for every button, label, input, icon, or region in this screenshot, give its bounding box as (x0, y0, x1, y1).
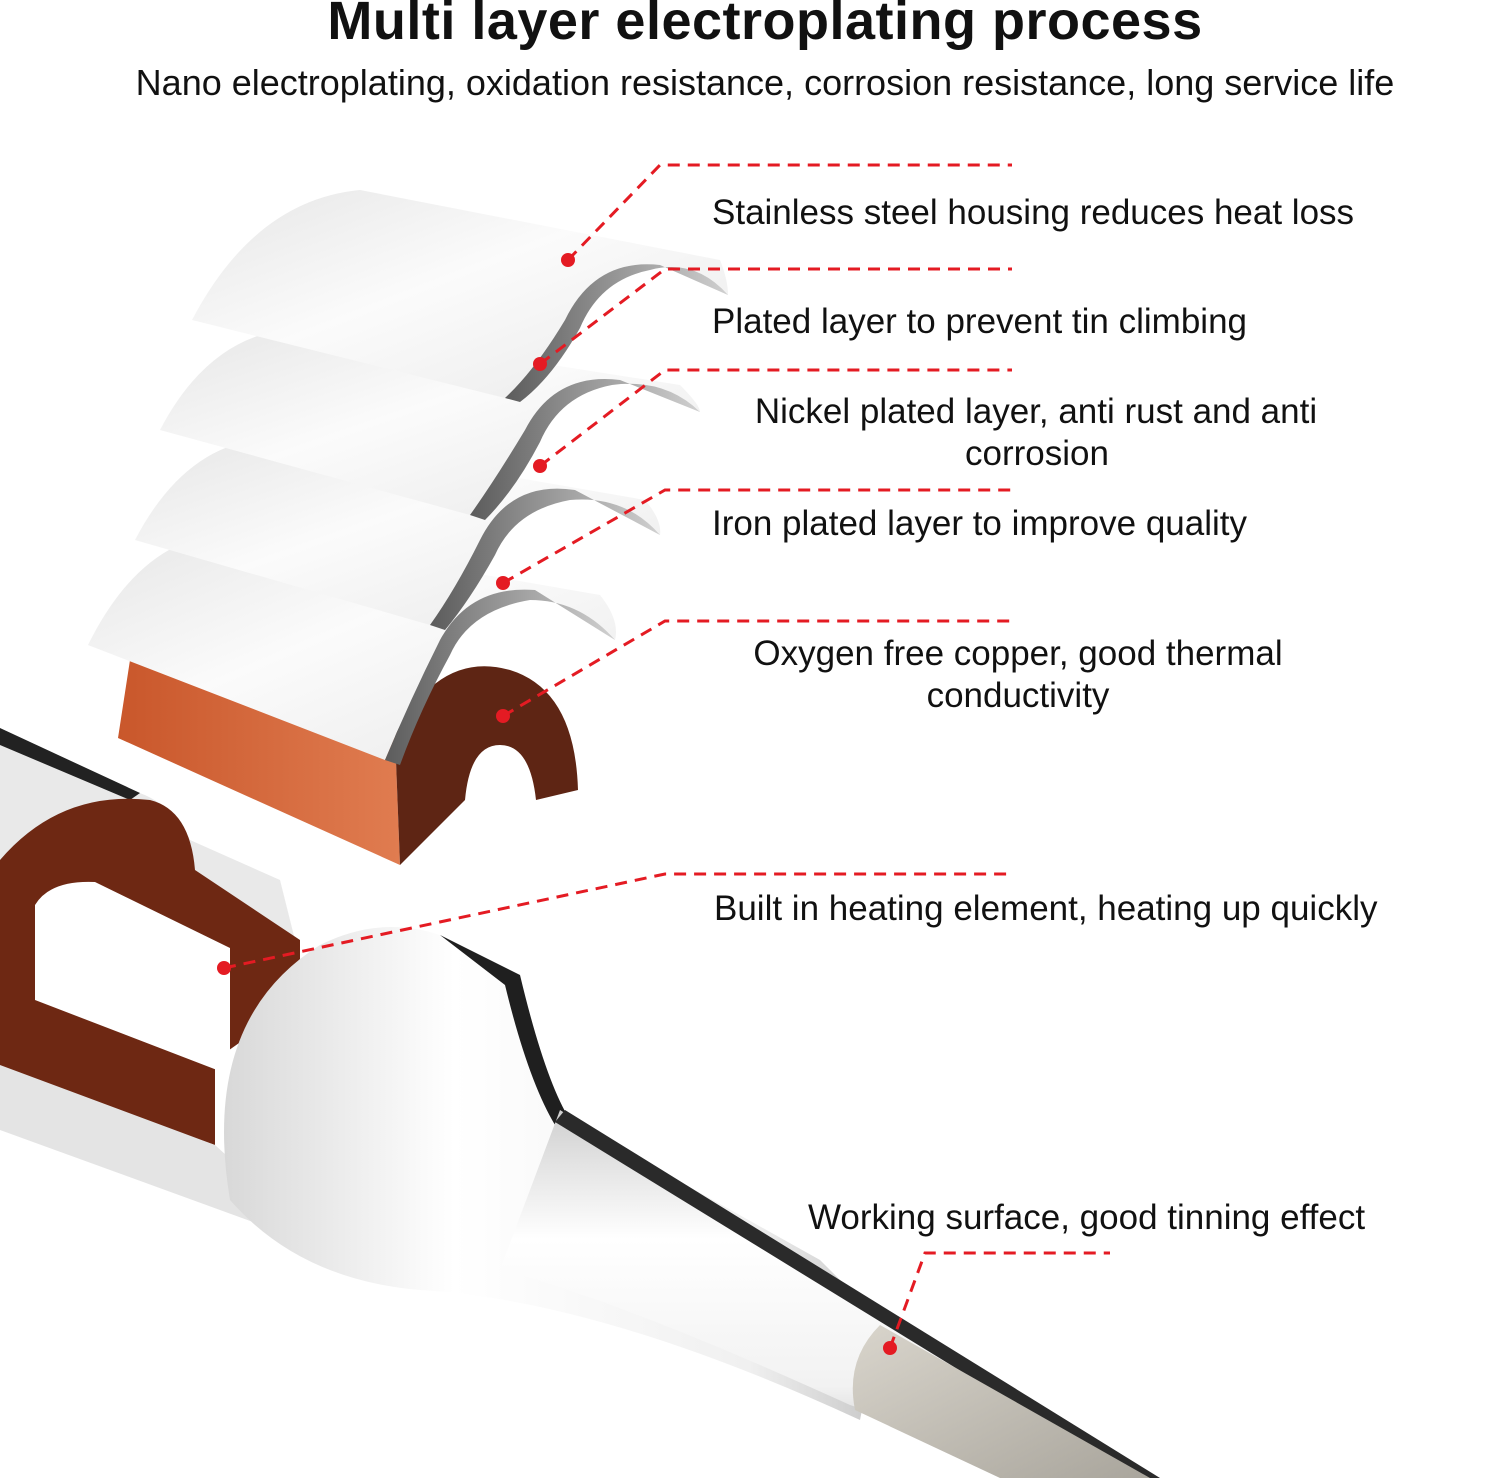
callout-line1: Stainless steel housing reduces heat los… (712, 193, 1355, 232)
dot-iron-plated-layer (496, 576, 510, 590)
callout-line2: conductivity (926, 676, 1110, 715)
tube-upper-dark-edge (0, 728, 140, 800)
layer-1 (192, 190, 728, 402)
leader-tin-climbing-layer (539, 267, 1012, 366)
callout-heating-element: Built in heating element, heating up qui… (714, 888, 1484, 930)
callout-iron-plated-layer: Iron plated layer to improve quality (712, 503, 1412, 545)
copper-core (118, 660, 578, 865)
callout-leaders (223, 163, 1110, 1349)
callout-line1: Plated layer to prevent tin climbing (712, 302, 1247, 341)
callout-oxygen-free-copper: Oxygen free copper, good thermal conduct… (700, 633, 1336, 717)
callout-line1: Oxygen free copper, good thermal (753, 634, 1283, 673)
callout-line1: Working surface, good tinning effect (808, 1198, 1366, 1237)
bulb-dark-edge (440, 935, 570, 1125)
callout-stainless-steel-housing: Stainless steel housing reduces heat los… (712, 192, 1452, 234)
leader-working-surface (888, 1251, 1110, 1349)
copper-top-face (118, 660, 400, 865)
leader-iron-plated-layer (502, 488, 1012, 585)
dot-tin-climbing-layer (533, 357, 547, 371)
callout-tin-climbing-layer: Plated layer to prevent tin climbing (712, 301, 1412, 343)
layer-2 (160, 328, 700, 520)
taper-dark-edge (555, 1110, 1160, 1478)
dot-oxygen-free-copper (496, 709, 510, 723)
tip-body (0, 728, 1160, 1478)
layer-3 (135, 438, 661, 630)
callout-line2: corrosion (965, 434, 1109, 473)
callout-nickel-plated-layer: Nickel plated layer, anti rust and anti … (700, 391, 1372, 475)
callout-line1: Iron plated layer to improve quality (712, 504, 1247, 543)
callout-line1: Built in heating element, heating up qui… (714, 889, 1378, 928)
page-subtitle: Nano electroplating, oxidation resistanc… (135, 62, 1395, 103)
leader-stainless-steel-housing (566, 163, 1012, 262)
dot-working-surface (883, 1341, 897, 1355)
page-title: Multi layer electroplating process (327, 0, 1203, 51)
leader-oxygen-free-copper (502, 619, 1012, 718)
callout-working-surface: Working surface, good tinning effect (808, 1197, 1468, 1239)
dot-nickel-plated-layer (533, 459, 547, 473)
leader-nickel-plated-layer (539, 368, 1012, 468)
dot-stainless-steel-housing (561, 253, 575, 267)
callout-dots (217, 253, 897, 1355)
working-surface (852, 1325, 1150, 1478)
callout-line1: Nickel plated layer, anti rust and anti (754, 392, 1318, 431)
copper-front-face (395, 666, 578, 865)
leader-heating-element (223, 872, 1008, 970)
exploded-layers (88, 190, 728, 865)
tube-cut-bore (35, 881, 230, 1075)
layer-4 (88, 533, 616, 765)
dot-heating-element (217, 961, 231, 975)
